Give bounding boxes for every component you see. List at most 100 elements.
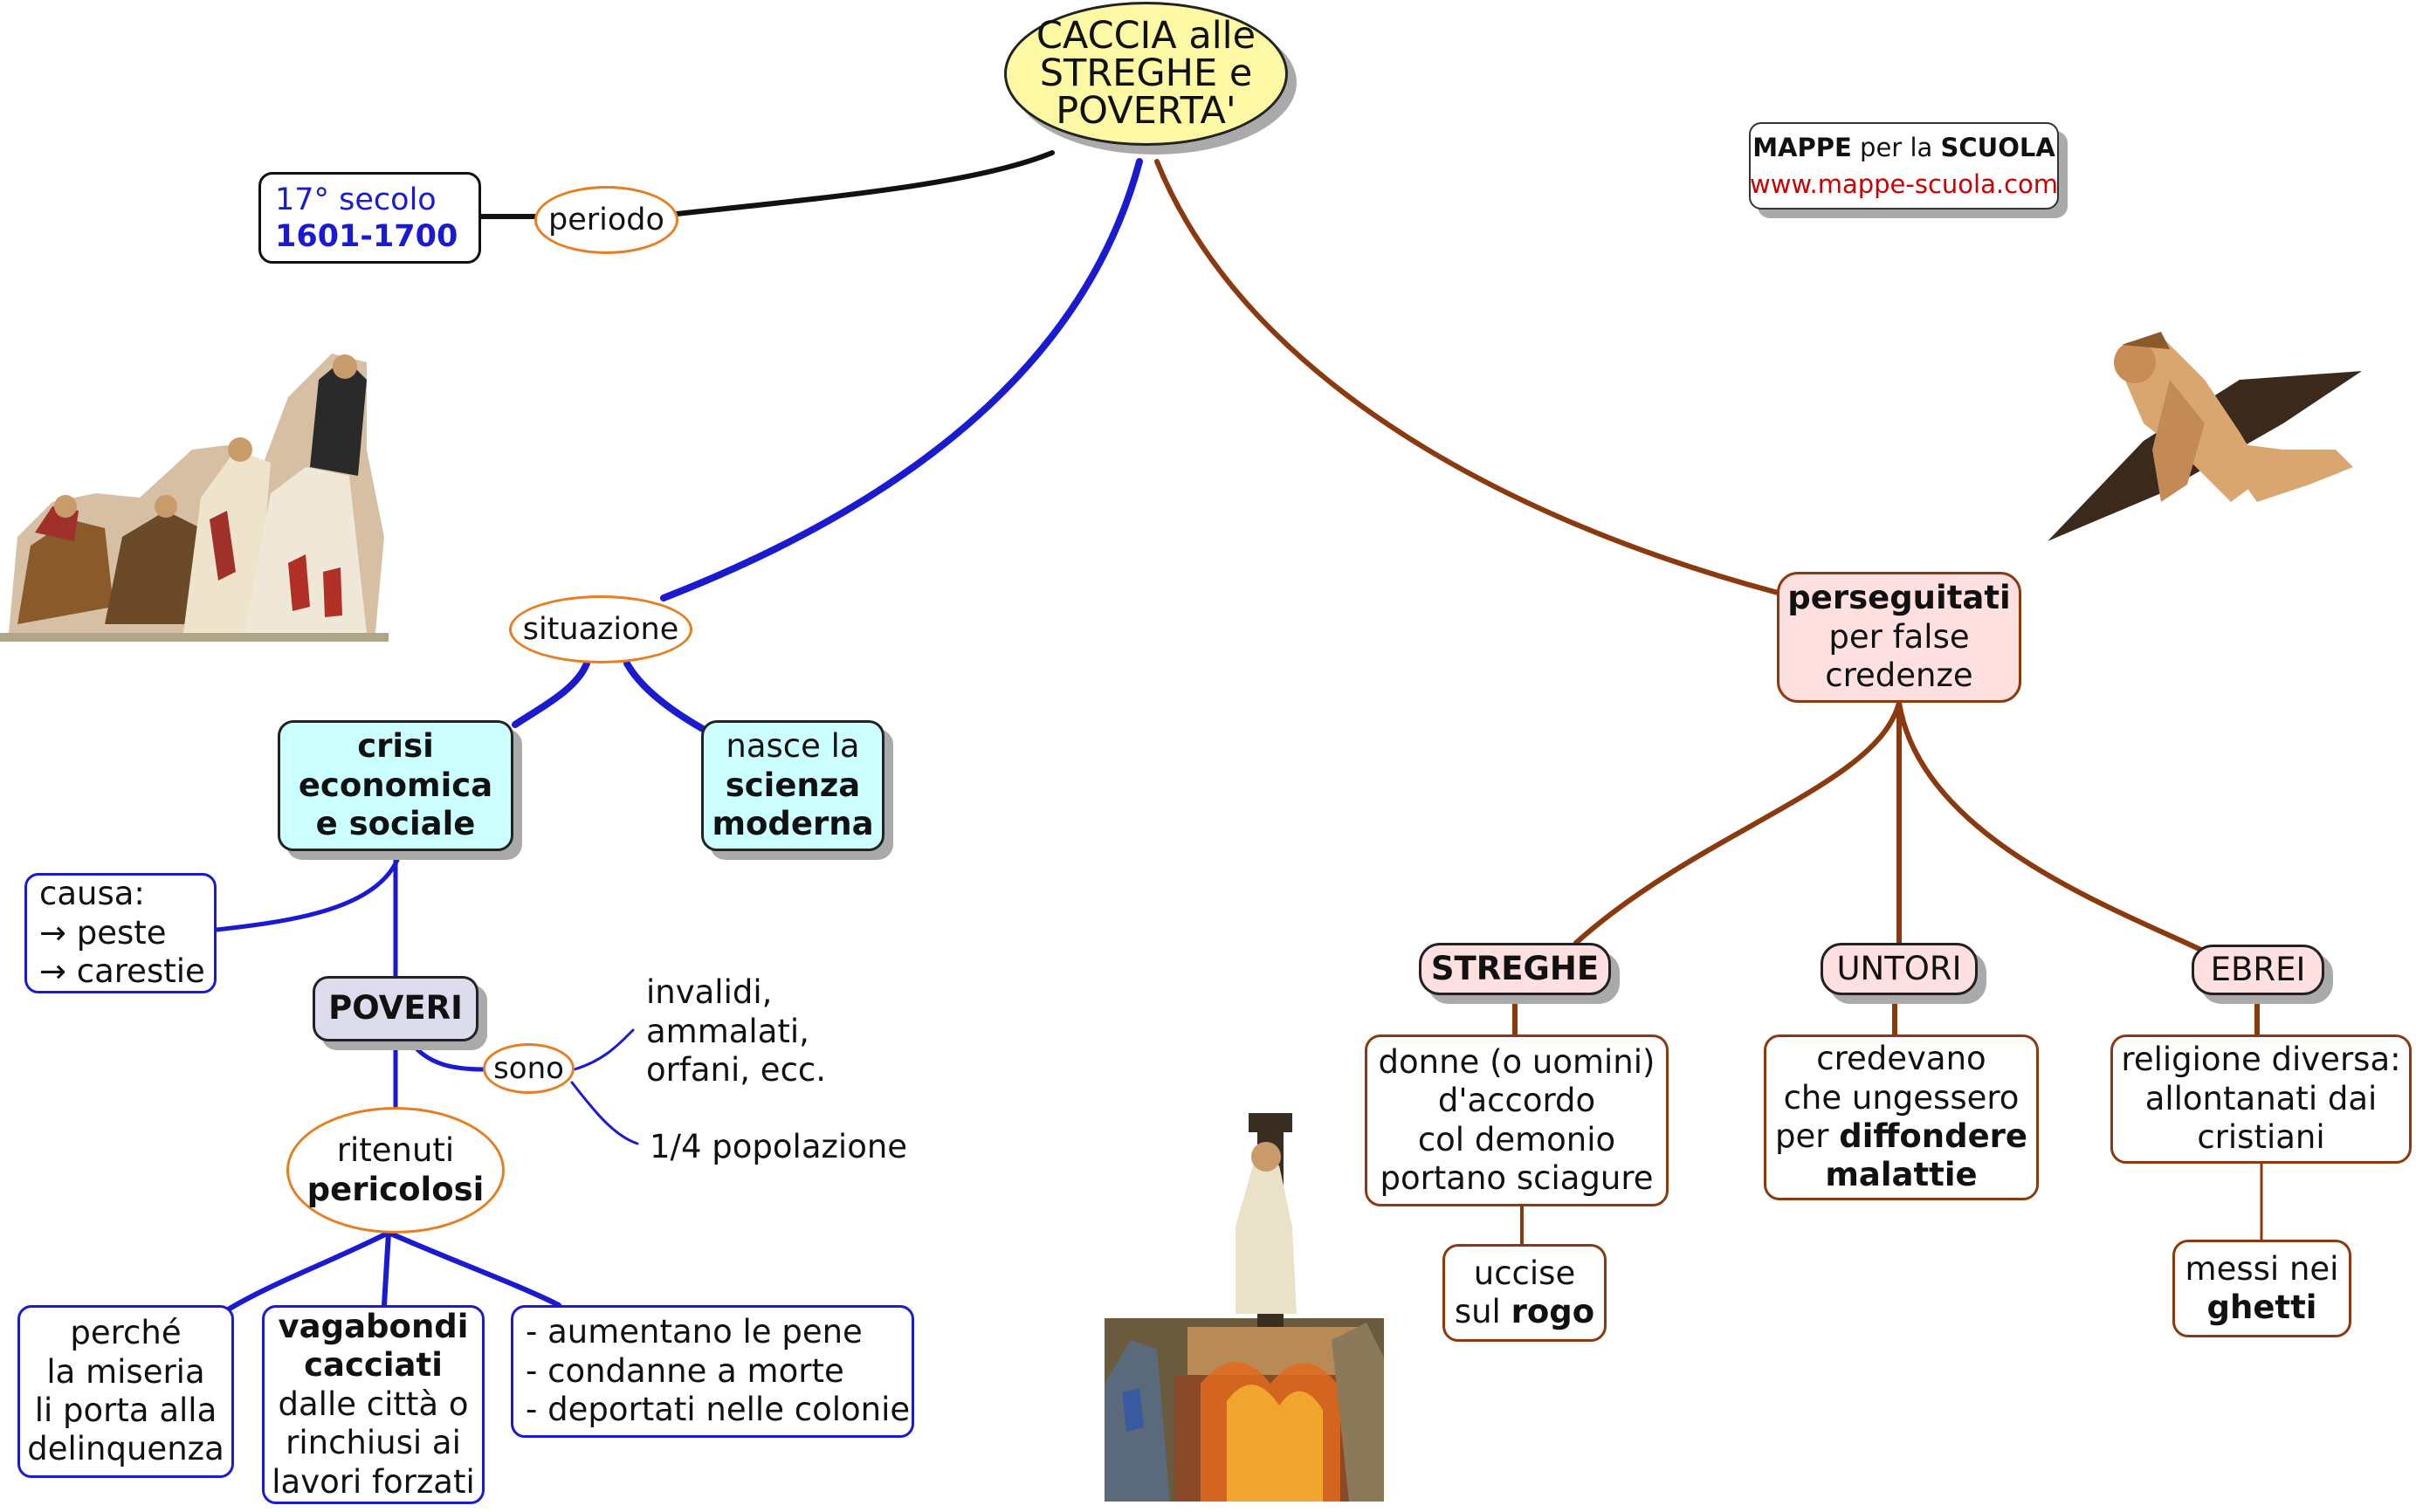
uccise-rogo: rogo [1511,1293,1595,1330]
perche-node: perché la miseria li porta alla delinque… [17,1305,234,1478]
crisi-line: economica [298,766,493,804]
vagabondi-line2: cacciati [304,1346,443,1385]
title-line: CACCIA alle [1036,14,1256,58]
ebrei-label: EBREI [2210,950,2306,988]
donne-line: col demonio [1417,1120,1616,1158]
scienza-node: nasce la scienza moderna [701,720,884,851]
title-line: STREGHE e [1039,52,1253,95]
untori-label: UNTORI [1836,949,1962,987]
uccise-line2a: sul [1454,1293,1511,1330]
brand-scuola: SCUOLA [1940,132,2055,162]
brand-mappe: MAPPE [1752,132,1852,162]
religione-line: allontanati dai [2144,1079,2378,1117]
stake-burning-painting-image [1105,1113,1384,1502]
date-range-node: 17° secolo 1601-1700 [258,172,481,264]
scienza-line3: moderna [712,805,874,843]
pene-line: - condanne a morte [526,1351,844,1390]
demons-painting-image [2048,332,2362,541]
sono-node: sono [483,1043,575,1094]
ghetti-line1: messi nei [2185,1249,2339,1288]
link-sono-popolazione [570,1081,639,1145]
brand-logo-link[interactable]: MAPPE per la SCUOLA www.mappe-scuola.com [1749,122,2059,210]
invalidi-node: invalidi, ammalati, orfani, ecc. [630,971,853,1093]
invalidi-line: invalidi, [646,973,773,1012]
causa-line: → peste [39,913,167,952]
link-ritenuti-pene [386,1230,561,1308]
brand-url: www.mappe-scuola.com [1750,169,2059,199]
untori-node: UNTORI [1821,943,1978,995]
poveri-label: POVERI [328,989,463,1027]
credevano-line3a: per [1774,1117,1840,1155]
perche-line: la miseria [46,1352,205,1391]
beggars-painting-image [0,354,389,642]
link-sono-invalidi [573,1028,635,1071]
streghe-node: STREGHE [1419,943,1611,995]
religione-line: religione diversa: [2121,1041,2401,1079]
crisi-node: crisi economica e sociale [278,720,513,851]
brand-per-la: per la [1851,132,1941,162]
popolazione-node: 1/4 popolazione [636,1126,933,1168]
link-ritenuti-vagabondi [382,1230,391,1308]
pene-line: - deportati nelle colonie [526,1391,911,1429]
link-poveri-sono [408,1039,487,1072]
link-title-perseguitati [1154,159,1784,596]
vagabondi-line4: rinchiusi ai [286,1424,461,1462]
situazione-label: situazione [522,612,679,647]
perche-line: perché [70,1314,182,1352]
crisi-line: e sociale [315,805,476,843]
link-title-situazione [660,158,1143,601]
ghetti-line2: ghetti [2206,1289,2317,1326]
pene-line: - aumentano le pene [526,1313,863,1351]
causa-node: causa: → peste → carestie [24,873,217,993]
vagabondi-line5: lavori forzati [272,1462,475,1501]
donne-node: donne (o uomini) d'accordo col demonio p… [1365,1034,1669,1206]
perseguitati-line1: perseguitati [1787,579,2011,617]
link-crisi-causa [214,857,400,932]
uccise-node: uccise sul rogo [1442,1244,1607,1342]
perche-line: li porta alla [34,1392,217,1429]
pene-node: - aumentano le pene - condanne a morte -… [511,1305,914,1438]
title-line: POVERTA' [1056,89,1236,133]
perseguitati-node: perseguitati per false credenze [1777,572,2021,703]
vagabondi-node: vagabondi cacciati dalle città o rinchiu… [262,1305,485,1504]
crisi-line: crisi [357,727,434,766]
credevano-line4: malattie [1825,1156,1978,1194]
vagabondi-line3: dalle città o [278,1385,469,1423]
sono-label: sono [493,1050,564,1086]
periodo-label: periodo [548,203,664,237]
link-ritenuti-perche [223,1230,391,1314]
ghetti-node: messi nei ghetti [2172,1240,2351,1337]
credevano-line1: credevano [1816,1040,1986,1078]
periodo-node: periodo [534,186,678,254]
religione-line: cristiani [2197,1118,2325,1157]
ritenuti-node: ritenuti pericolosi [286,1107,505,1234]
perseguitati-line2: per false [1828,617,1970,656]
uccise-line1: uccise [1473,1254,1576,1292]
link-title-periodo [674,150,1055,216]
ritenuti-line2: pericolosi [306,1170,485,1208]
scienza-line1: nasce la [726,727,860,766]
perseguitati-line3: credenze [1825,656,1973,695]
scienza-line2: scienza [725,766,861,804]
link-perseguitati-ebrei [1896,700,2207,954]
link-perseguitati-streghe [1573,700,1902,945]
perche-line: delinquenza [27,1430,224,1468]
situazione-node: situazione [509,595,692,663]
credevano-node: credevano che ungessero per diffondere m… [1764,1034,2039,1200]
years-text: 1601-1700 [275,218,458,254]
causa-line: causa: [39,875,145,913]
donne-line: portano sciagure [1380,1158,1654,1197]
link-situazione-crisi [512,660,590,728]
invalidi-line: orfani, ecc. [646,1051,827,1089]
popolazione-label: 1/4 popolazione [650,1127,908,1165]
credevano-line2: che ungessero [1783,1078,2020,1117]
poveri-node: POVERI [313,976,478,1041]
invalidi-line: ammalati, [646,1012,809,1050]
vagabondi-line1: vagabondi [278,1308,469,1346]
ritenuti-line1: ritenuti [336,1131,455,1170]
causa-line: → carestie [39,952,205,991]
credevano-diffondere: diffondere [1839,1117,2028,1155]
religione-node: religione diversa: allontanati dai crist… [2110,1034,2412,1164]
map-title: CACCIA alle STREGHE e POVERTA' [1004,2,1288,146]
